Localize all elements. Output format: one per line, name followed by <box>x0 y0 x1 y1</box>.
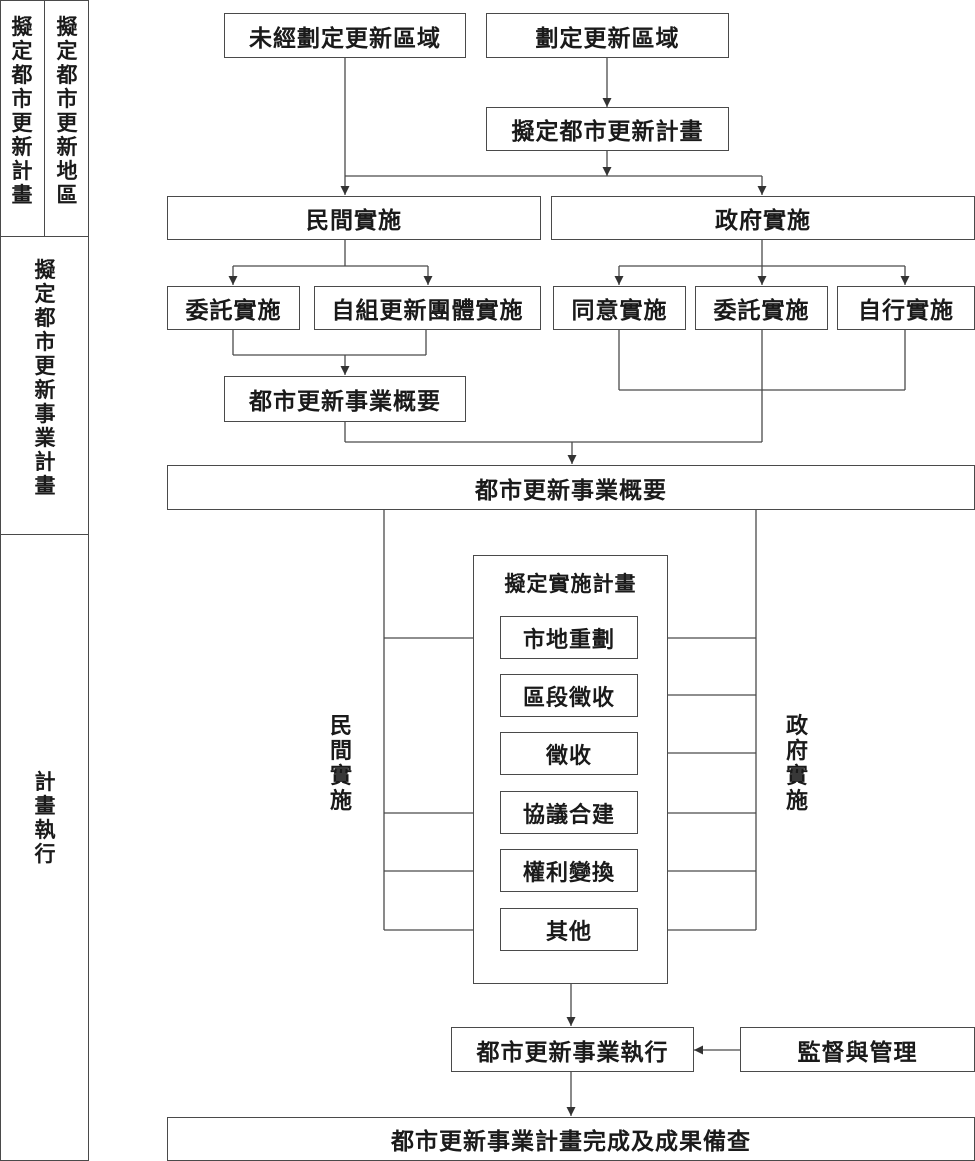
vertical-char: 都 <box>11 63 33 87</box>
vertical-char: 計 <box>11 159 33 183</box>
node-self-organized-group: 自組更新團體實施 <box>314 286 541 330</box>
vertical-char: 定 <box>56 39 78 63</box>
node-designated-area: 劃定更新區域 <box>486 13 729 58</box>
node-business-summary-main: 都市更新事業概要 <box>167 465 975 510</box>
vertical-char: 政 <box>785 714 808 739</box>
node-business-summary-upper: 都市更新事業概要 <box>224 376 466 422</box>
vertical-char: 都 <box>56 63 78 87</box>
method-rights-transformation: 權利變換 <box>500 849 638 892</box>
vertical-char: 新 <box>56 135 78 159</box>
vertical-char: 畫 <box>11 183 33 207</box>
vertical-char: 計 <box>34 450 56 474</box>
vertical-char: 實 <box>329 764 352 789</box>
method-land-readjustment: 市地重劃 <box>500 616 638 659</box>
method-expropriation: 徵收 <box>500 732 638 775</box>
vertical-char: 施 <box>329 789 352 814</box>
vertical-char: 地 <box>56 159 78 183</box>
vertical-char: 更 <box>11 111 33 135</box>
vertical-char: 擬 <box>11 15 33 39</box>
implementation-plan-title: 擬定實施計畫 <box>504 572 637 596</box>
vertical-char: 府 <box>785 739 808 764</box>
node-government-implementation: 政府實施 <box>551 196 975 240</box>
vertical-char: 擬 <box>34 258 56 282</box>
vertical-char: 執 <box>34 818 56 842</box>
node-undesignated-area: 未經劃定更新區域 <box>224 13 466 58</box>
vertical-char: 計 <box>34 770 56 794</box>
vertical-char: 事 <box>34 402 56 426</box>
vertical-char: 市 <box>34 330 56 354</box>
vertical-char: 定 <box>34 282 56 306</box>
sidebar-label-plan-execution: 計畫執行 <box>33 770 57 866</box>
vertical-char: 更 <box>34 354 56 378</box>
vertical-char: 業 <box>34 426 56 450</box>
method-other: 其他 <box>500 908 638 951</box>
node-consent-implementation: 同意實施 <box>553 286 686 330</box>
vertical-char: 市 <box>56 87 78 111</box>
vertical-char: 實 <box>785 764 808 789</box>
side-label-government: 政府實施 <box>785 714 809 814</box>
vertical-char: 畫 <box>34 794 56 818</box>
node-draft-urban-plan: 擬定都市更新計畫 <box>486 107 729 151</box>
vertical-char: 區 <box>56 183 78 207</box>
vertical-char: 更 <box>56 111 78 135</box>
node-commissioned-government: 委託實施 <box>695 286 828 330</box>
node-commissioned-private: 委託實施 <box>167 286 300 330</box>
node-supervision-management: 監督與管理 <box>740 1027 975 1072</box>
vertical-char: 畫 <box>34 474 56 498</box>
vertical-char: 間 <box>329 739 352 764</box>
vertical-char: 行 <box>34 842 56 866</box>
node-completion-filing: 都市更新事業計畫完成及成果備查 <box>167 1117 975 1161</box>
sidebar-label-draft-urban-plan: 擬定都市更新計畫 <box>10 15 34 207</box>
method-zone-expropriation: 區段徵收 <box>500 674 638 717</box>
method-joint-construction: 協議合建 <box>500 791 638 834</box>
node-private-implementation: 民間實施 <box>167 196 541 240</box>
side-label-private: 民間實施 <box>329 714 353 814</box>
sidebar-stage-plan-left <box>0 0 45 237</box>
sidebar-label-draft-urban-area: 擬定都市更新地區 <box>55 15 79 207</box>
vertical-char: 市 <box>11 87 33 111</box>
vertical-char: 定 <box>11 39 33 63</box>
vertical-char: 新 <box>34 378 56 402</box>
sidebar-stage-plan-right <box>44 0 89 237</box>
sidebar-label-draft-business-plan: 擬定都市更新事業計畫 <box>33 258 57 498</box>
vertical-char: 新 <box>11 135 33 159</box>
vertical-char: 擬 <box>56 15 78 39</box>
vertical-char: 民 <box>329 714 352 739</box>
sidebar-stage-execution <box>0 534 89 1161</box>
vertical-char: 施 <box>785 789 808 814</box>
node-business-execution: 都市更新事業執行 <box>451 1027 694 1072</box>
vertical-char: 都 <box>34 306 56 330</box>
node-self-implementation: 自行實施 <box>837 286 975 330</box>
